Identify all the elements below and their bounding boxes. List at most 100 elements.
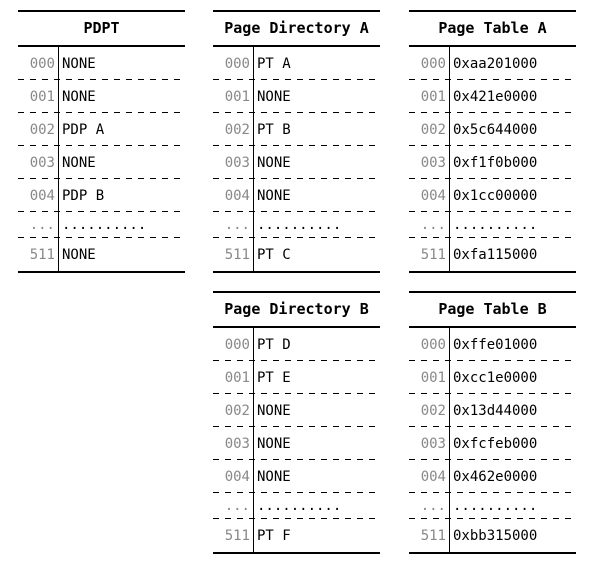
entry-value: NONE xyxy=(62,55,96,72)
table-row: ............. xyxy=(213,212,380,238)
entry-value: PT E xyxy=(257,369,291,386)
table-title: Page Table A xyxy=(409,10,576,47)
entry-value: PT A xyxy=(257,55,291,72)
entry-value: NONE xyxy=(257,435,291,452)
entry-index: 511 xyxy=(409,519,450,552)
entry-value: PDP A xyxy=(62,121,105,138)
entry-value: NONE xyxy=(257,402,291,419)
entry-index: ... xyxy=(18,212,59,238)
entry-index: 001 xyxy=(213,361,254,394)
table-row: ............. xyxy=(213,493,380,519)
entry-value: 0xcc1e0000 xyxy=(453,369,538,386)
entry-value: NONE xyxy=(62,88,96,105)
entry-value: PT F xyxy=(257,527,291,544)
entry-value: .......... xyxy=(257,498,342,514)
entry-value: PT B xyxy=(257,121,291,138)
entry-value: NONE xyxy=(62,246,96,263)
entry-value: .......... xyxy=(62,217,147,233)
entry-index: 000 xyxy=(213,328,254,361)
entry-index: 511 xyxy=(409,238,450,271)
entry-value: 0xbb315000 xyxy=(453,527,538,544)
entry-index: 004 xyxy=(213,460,254,493)
table-row: ............. xyxy=(409,212,576,238)
entry-value: PDP B xyxy=(62,187,105,204)
entry-value: NONE xyxy=(257,154,291,171)
entry-index: 002 xyxy=(409,113,450,146)
table-title: Page Directory A xyxy=(213,10,380,47)
entry-index: 511 xyxy=(213,238,254,271)
table-row: ............. xyxy=(409,493,576,519)
entry-index: 003 xyxy=(18,146,59,179)
entry-index: 001 xyxy=(409,80,450,113)
entry-index: 511 xyxy=(213,519,254,552)
entry-index: 004 xyxy=(409,460,450,493)
entry-value: 0x421e0000 xyxy=(453,88,538,105)
entry-value: 0x13d44000 xyxy=(453,402,538,419)
entry-index: 002 xyxy=(213,394,254,427)
entry-index: 003 xyxy=(409,146,450,179)
entry-value: NONE xyxy=(257,88,291,105)
entry-index: 001 xyxy=(409,361,450,394)
entry-value: 0xfcfeb000 xyxy=(453,435,538,452)
entry-index: 003 xyxy=(213,427,254,460)
entry-index: 004 xyxy=(409,179,450,212)
table-row: ............. xyxy=(18,212,185,238)
entry-value: NONE xyxy=(62,154,96,171)
entry-value: 0xaa201000 xyxy=(453,55,538,72)
entry-index: ... xyxy=(409,493,450,519)
entry-index: ... xyxy=(213,212,254,238)
table-title: Page Table B xyxy=(409,291,576,328)
entry-value: .......... xyxy=(453,498,538,514)
entry-index: 511 xyxy=(18,238,59,271)
table-title: Page Directory B xyxy=(213,291,380,328)
entry-index: 000 xyxy=(409,47,450,80)
entry-index: ... xyxy=(213,493,254,519)
entry-value: PT D xyxy=(257,336,291,353)
entry-value: 0x1cc00000 xyxy=(453,187,538,204)
entry-index: 002 xyxy=(213,113,254,146)
entry-value: 0xf1f0b000 xyxy=(453,154,538,171)
entry-index: 000 xyxy=(409,328,450,361)
entry-index: 001 xyxy=(213,80,254,113)
entry-value: 0x5c644000 xyxy=(453,121,538,138)
entry-index: 002 xyxy=(409,394,450,427)
entry-index: 000 xyxy=(213,47,254,80)
entry-index: 004 xyxy=(213,179,254,212)
table-title: PDPT xyxy=(18,10,185,47)
entry-value: 0xffe01000 xyxy=(453,336,538,353)
entry-value: .......... xyxy=(257,217,342,233)
entry-index: 000 xyxy=(18,47,59,80)
entry-index: 004 xyxy=(18,179,59,212)
entry-value: 0xfa115000 xyxy=(453,246,538,263)
entry-value: NONE xyxy=(257,468,291,485)
entry-index: ... xyxy=(409,212,450,238)
